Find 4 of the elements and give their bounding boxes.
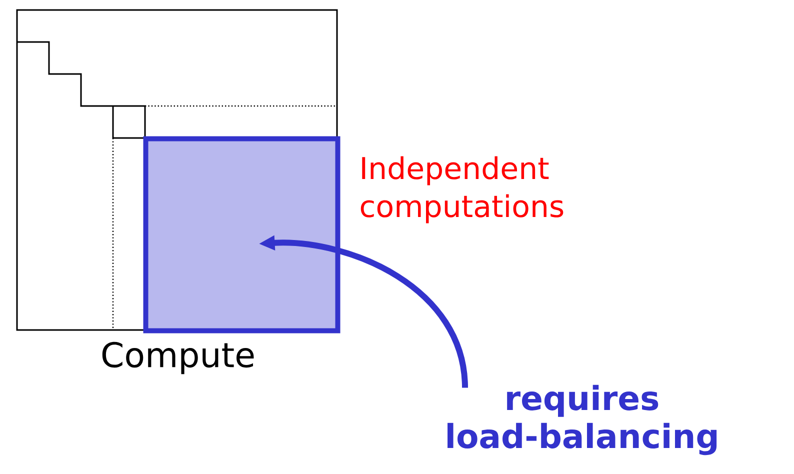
highlighted-block xyxy=(143,136,340,334)
callout-text: requires load-balancing xyxy=(448,384,717,456)
block-annotation: Independent computations xyxy=(360,156,564,224)
box-label: Compute xyxy=(102,342,254,374)
